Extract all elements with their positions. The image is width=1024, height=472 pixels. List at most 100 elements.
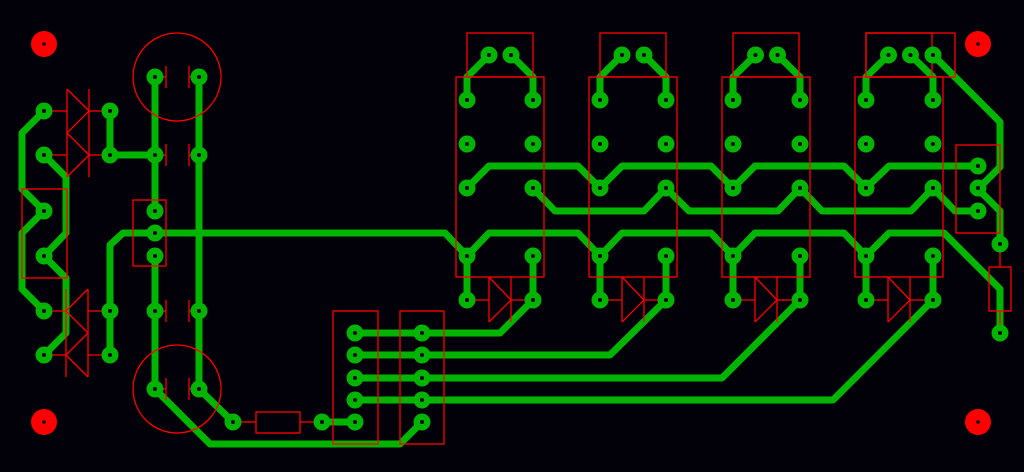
relay-terminal-outline [732, 32, 800, 78]
pad-drill [108, 309, 112, 313]
pad-drill [42, 109, 46, 113]
pad-drill [420, 420, 424, 424]
pad-drill [664, 186, 668, 190]
pad-drill [353, 398, 357, 402]
pad-drill [976, 209, 980, 213]
diode-body [488, 276, 512, 301]
pad-drill [108, 153, 112, 157]
copper-trace [18, 107, 48, 215]
pad-drill [886, 53, 891, 57]
pad-drill [864, 142, 868, 146]
pad-drill [775, 53, 780, 57]
diode-body [65, 354, 89, 378]
mounting-hole-center [976, 420, 980, 424]
pad-drill [798, 186, 802, 190]
pad-drill [931, 142, 935, 146]
diode-body [65, 310, 89, 334]
diode-body [621, 276, 645, 301]
pad-drill [509, 53, 513, 57]
pad-drill [598, 98, 602, 102]
pad-drill [731, 142, 735, 146]
pad-drill [731, 98, 735, 102]
diode-body [66, 132, 90, 156]
pad-drill [931, 53, 935, 57]
header-connector-outline [332, 310, 379, 445]
diode-body [66, 154, 90, 178]
diode-body [887, 276, 911, 301]
pad-drill [420, 353, 424, 357]
diode-body [65, 332, 89, 356]
pad-drill [864, 298, 868, 302]
copper-trace [351, 296, 937, 404]
pad-drill [976, 186, 980, 190]
copper-pads [35, 46, 1009, 431]
pad-drill [864, 98, 868, 102]
pad-drill [931, 186, 935, 190]
copper-trace [351, 296, 670, 359]
copper-trace [463, 229, 1004, 337]
pad-drill [153, 153, 157, 157]
pad-drill [487, 53, 491, 57]
input-connector-outline [21, 188, 68, 279]
pad-drill [153, 231, 157, 235]
pad-drill [465, 186, 469, 190]
pad-drill [664, 298, 668, 302]
pad-drill [153, 387, 157, 391]
pad-drill [153, 75, 157, 79]
pad-drill [153, 254, 157, 258]
pad-drill [420, 331, 424, 335]
pad-drill [42, 309, 46, 313]
pad-drill [798, 254, 802, 258]
pad-drill [197, 153, 201, 157]
pad-drill [531, 254, 535, 258]
pad-drill [531, 186, 535, 190]
pad-drill [642, 53, 646, 57]
mounting-hole-center [42, 42, 46, 46]
pad-drill [42, 254, 46, 258]
pad-drill [598, 142, 602, 146]
pad-drill [531, 142, 535, 146]
pad-drill [42, 353, 46, 357]
relay-terminal-outline [466, 32, 534, 78]
copper-trace [351, 296, 804, 382]
middle-connector-outline [132, 199, 167, 267]
pad-drill [197, 309, 201, 313]
diode-body [887, 299, 911, 323]
copper-trace [40, 151, 70, 260]
header-connector-outline-2 [399, 310, 445, 445]
copper-trace [106, 229, 471, 359]
diode-body [754, 299, 778, 323]
pad-drill [465, 98, 469, 102]
pad-drill [320, 420, 324, 424]
capacitor-outline [132, 32, 222, 122]
pad-drill [976, 164, 980, 168]
pad-drill [731, 254, 735, 258]
pad-drill [353, 331, 357, 335]
copper-trace [151, 385, 426, 448]
pad-drill [798, 98, 802, 102]
pad-drill [598, 298, 602, 302]
pad-drill [197, 387, 201, 391]
pad-drill [598, 254, 602, 258]
diode-body [488, 299, 512, 323]
relay-terminal-outline-wide [865, 32, 956, 78]
relay-terminal-outline [599, 32, 667, 78]
pad-drill [153, 309, 157, 313]
pad-drill [231, 420, 235, 424]
diode-body [621, 299, 645, 323]
pad-drill [664, 142, 668, 146]
pad-drill [998, 242, 1002, 246]
diode-body [66, 88, 90, 112]
pad-drill [108, 109, 112, 113]
pad-drill [153, 209, 157, 213]
right-connector-outline [955, 144, 1001, 234]
mounting-holes [31, 31, 991, 435]
pad-drill [731, 298, 735, 302]
pad-drill [931, 298, 935, 302]
pad-drill [465, 298, 469, 302]
pad-drill [465, 254, 469, 258]
pad-drill [197, 75, 201, 79]
diode-body [65, 288, 89, 312]
pad-drill [42, 153, 46, 157]
pad-drill [753, 53, 758, 57]
